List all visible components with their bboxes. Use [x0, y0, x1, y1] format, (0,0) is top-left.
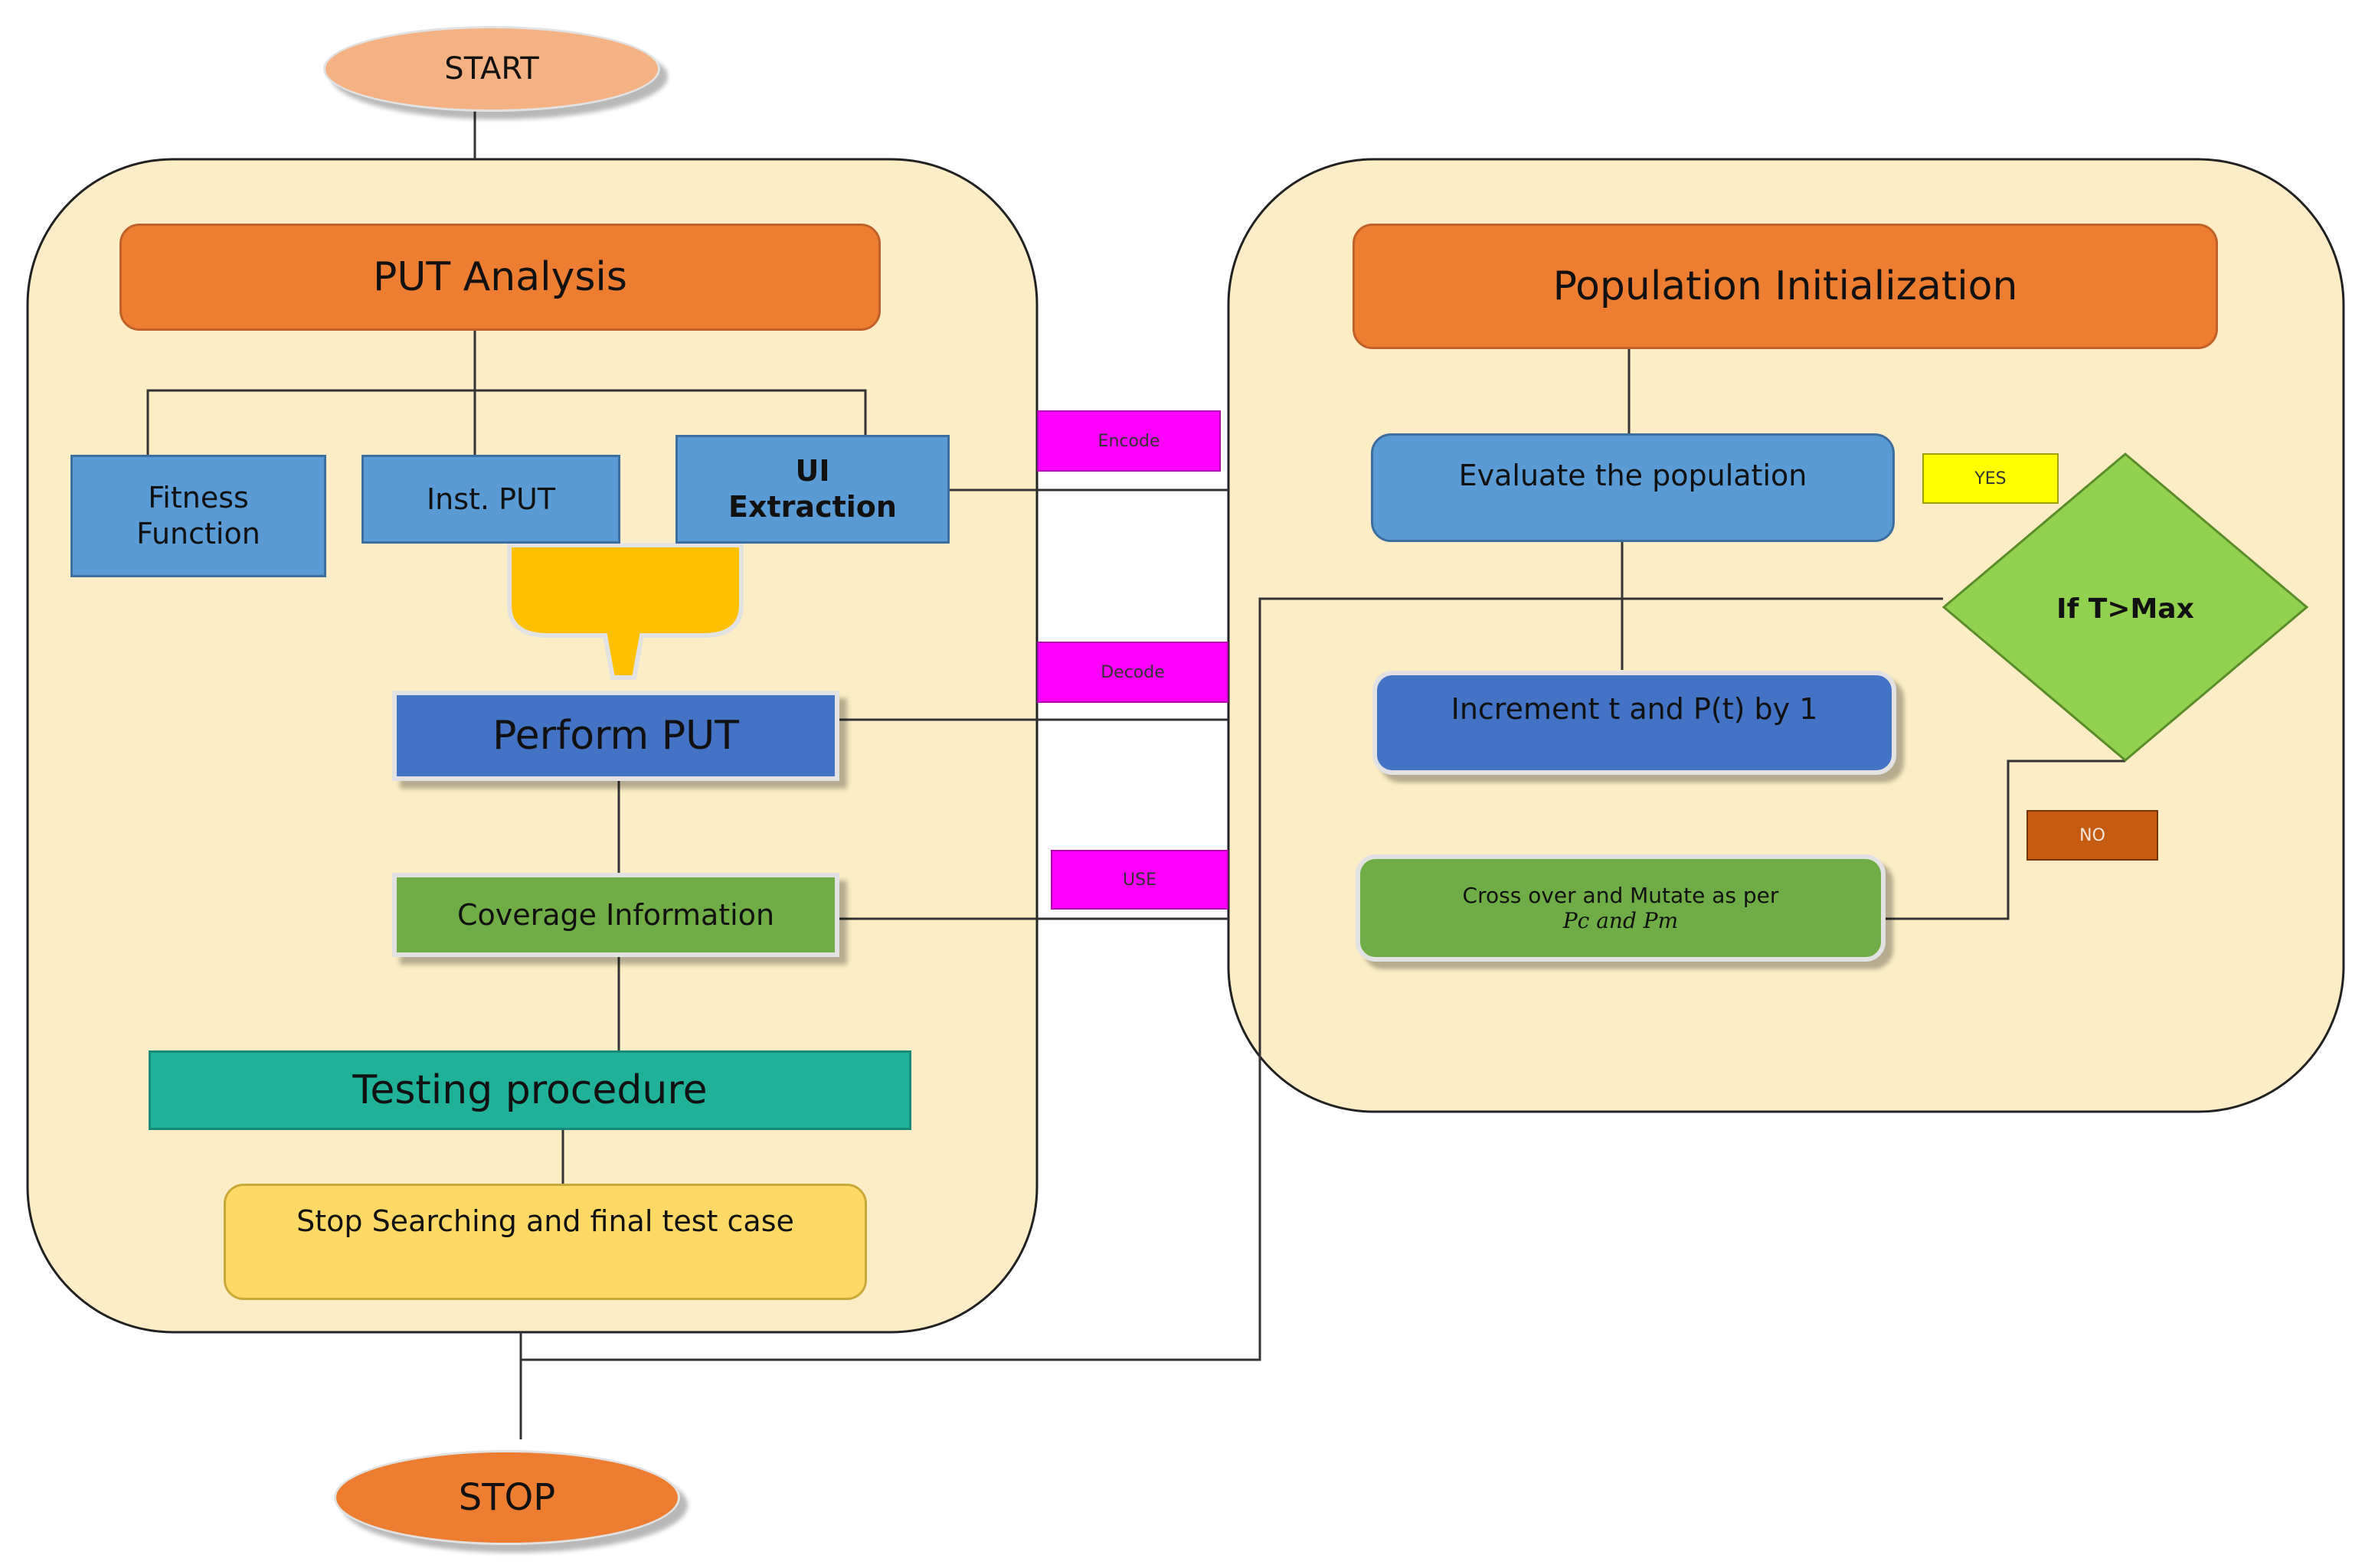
- stop-searching-box: Stop Searching and final test case: [224, 1184, 867, 1300]
- stop-label: STOP: [458, 1476, 556, 1519]
- evaluate-population-label: Evaluate the population: [1458, 459, 1807, 492]
- start-label: START: [444, 51, 539, 87]
- population-initialization-label: Population Initialization: [1552, 263, 2018, 309]
- crossover-mutate-box: Cross over and Mutate as per Pc and Pm: [1356, 854, 1886, 962]
- ui-extraction-label: UI Extraction: [728, 453, 897, 524]
- yes-tag-label: YES: [1974, 469, 2007, 488]
- crossover-mutate-line2: Pc and Pm: [1562, 908, 1679, 933]
- perform-put-label: Perform PUT: [492, 713, 739, 759]
- decision-diamond: [1941, 452, 2309, 762]
- decode-tag: Decode: [1037, 642, 1228, 703]
- perform-put-box: Perform PUT: [392, 691, 839, 781]
- testing-procedure-box: Testing procedure: [149, 1050, 911, 1130]
- fitness-function-label: Fitness Function: [136, 480, 260, 551]
- merge-arrow-shape: [507, 543, 744, 680]
- increment-label: Increment t and P(t) by 1: [1451, 692, 1818, 726]
- fitness-function-box: Fitness Function: [70, 455, 326, 577]
- put-analysis-title: PUT Analysis: [373, 254, 627, 300]
- stop-terminal: STOP: [334, 1450, 680, 1545]
- crossover-mutate-line1: Cross over and Mutate as per: [1462, 883, 1779, 908]
- use-tag-label: USE: [1123, 870, 1156, 890]
- use-tag: USE: [1051, 850, 1228, 910]
- put-analysis-box: PUT Analysis: [119, 224, 881, 331]
- decision-label: If T>Max: [2056, 593, 2194, 625]
- inst-put-label: Inst. PUT: [426, 482, 556, 516]
- no-tag-label: NO: [2079, 825, 2105, 845]
- no-tag: NO: [2026, 810, 2158, 861]
- encode-tag: Encode: [1037, 410, 1221, 472]
- testing-procedure-label: Testing procedure: [352, 1067, 708, 1113]
- evaluate-population-box: Evaluate the population: [1371, 433, 1895, 542]
- coverage-information-label: Coverage Information: [456, 898, 775, 932]
- coverage-information-box: Coverage Information: [392, 873, 839, 957]
- ui-extraction-box: UI Extraction: [675, 435, 950, 544]
- inst-put-box: Inst. PUT: [361, 455, 620, 544]
- decode-tag-label: Decode: [1101, 662, 1165, 682]
- connectors: [146, 111, 2125, 1439]
- population-initialization-box: Population Initialization: [1353, 224, 2218, 349]
- stop-searching-label: Stop Searching and final test case: [296, 1204, 794, 1238]
- decision-label-wrap: If T>Max: [1991, 582, 2259, 635]
- increment-box: Increment t and P(t) by 1: [1372, 671, 1896, 775]
- yes-tag: YES: [1922, 453, 2059, 504]
- start-terminal: START: [323, 26, 660, 112]
- encode-tag-label: Encode: [1097, 431, 1160, 451]
